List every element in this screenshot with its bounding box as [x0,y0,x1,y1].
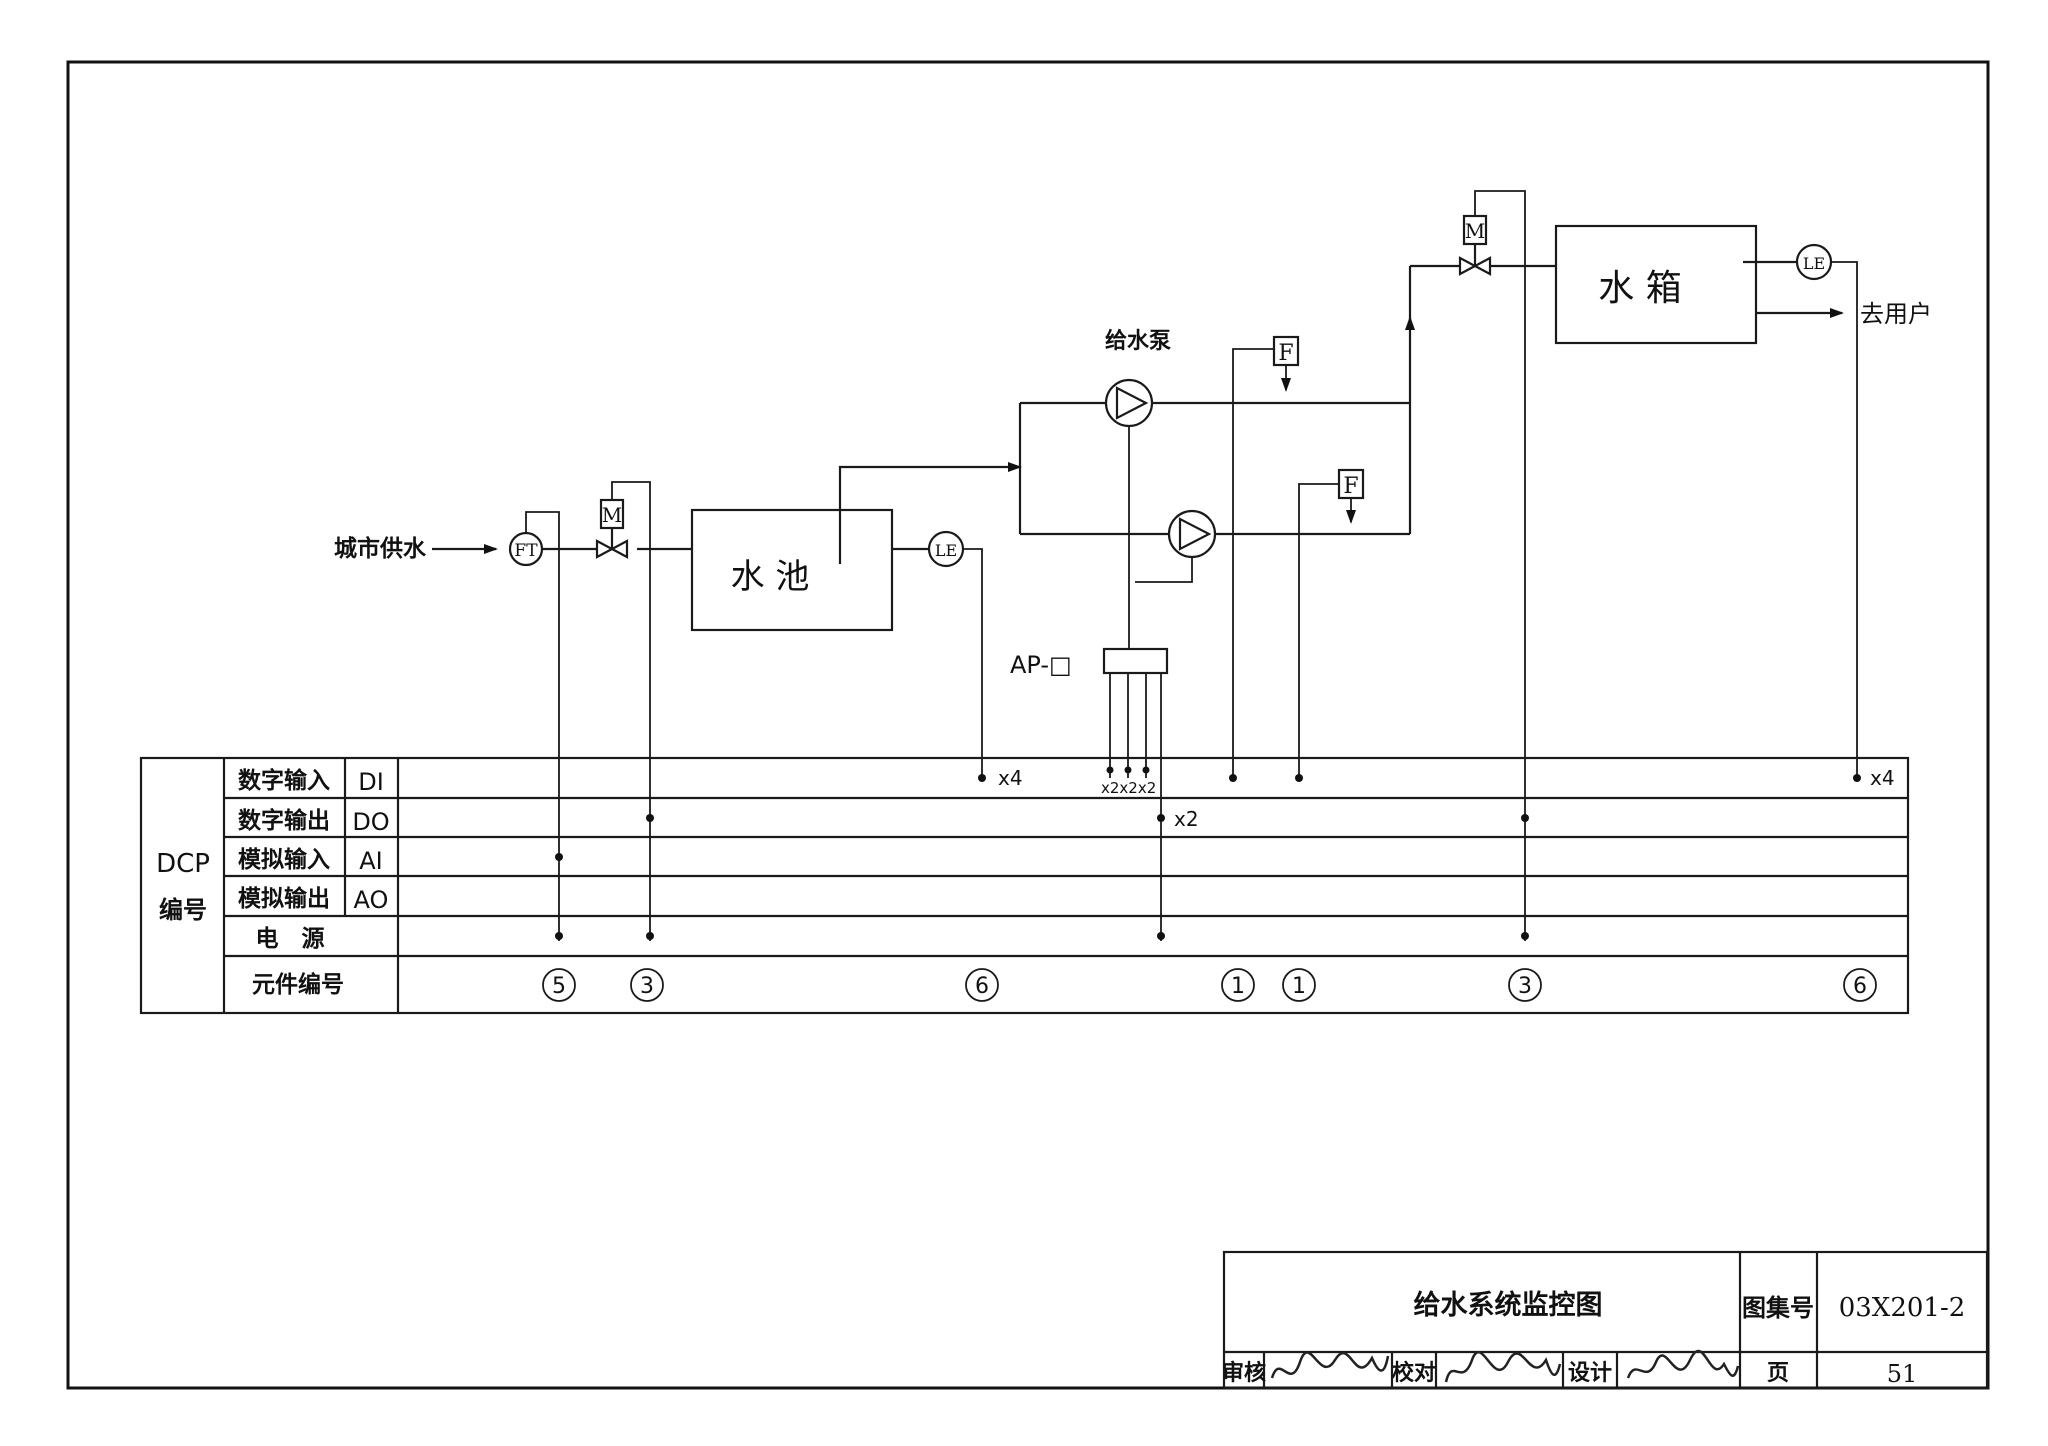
svg-text:3: 3 [640,974,654,999]
svg-text:5: 5 [552,974,566,999]
svg-text:x2x2x2: x2x2x2 [1101,779,1156,797]
designer-signature [1626,1349,1740,1379]
svg-text:模拟输入: 模拟输入 [238,846,330,873]
drawing-title: 给水系统监控图 [1414,1289,1603,1321]
svg-text:AP-□: AP-□ [1010,651,1072,679]
svg-text:3: 3 [1518,974,1532,999]
flow-transmitter-ft: FT [508,511,560,941]
component-number-1: 1 [1282,968,1316,1002]
svg-text:水 池: 水 池 [731,557,810,597]
svg-text:DCP: DCP [156,849,210,879]
flow-switch-1: F [1232,335,1300,778]
motorized-valve-tank: M [1458,190,1556,941]
svg-text:6: 6 [975,974,989,999]
pump-header [1018,264,1460,536]
svg-text:模拟输出: 模拟输出 [238,885,330,912]
level-element-tank: LE [1795,243,1858,778]
svg-text:M: M [1465,219,1485,243]
svg-text:审核: 审核 [1222,1360,1266,1386]
svg-text:AO: AO [354,886,389,914]
svg-text:校对: 校对 [1392,1360,1436,1386]
component-number-6: 6 [1843,968,1877,1002]
water-tank: 水 箱 去用户 [1554,224,1932,345]
feed-pump-2 [1135,509,1217,583]
svg-text:元件编号: 元件编号 [252,971,344,998]
svg-text:LE: LE [935,541,957,560]
svg-text:设计: 设计 [1568,1361,1612,1386]
level-element-pool: LE [927,530,983,778]
drawing-frame [66,60,1990,1390]
feed-pump-1: 给水泵 [1104,328,1171,649]
svg-text:水 箱: 水 箱 [1598,268,1681,309]
svg-text:6: 6 [1853,974,1867,999]
svg-text:03X201-2: 03X201-2 [1839,1293,1966,1323]
svg-text:DI: DI [358,768,384,796]
svg-text:去用户: 去用户 [1860,300,1932,328]
svg-text:LE: LE [1803,254,1825,273]
title-block: 给水系统监控图 图集号 03X201-2 审核 校对 设计 页 51 [1222,1250,1989,1390]
svg-text:F: F [1278,341,1293,366]
checker-signature [1444,1350,1562,1383]
svg-text:DO: DO [352,808,389,836]
component-number-3: 3 [1508,968,1542,1002]
reviewer-signature [1270,1351,1390,1379]
water-pool: 水 池 [690,462,1022,632]
svg-text:页: 页 [1767,1361,1789,1386]
component-number-6: 6 [965,968,999,1002]
svg-text:编号: 编号 [159,896,207,924]
component-number-5: 5 [542,968,576,1002]
svg-text:x4: x4 [1870,766,1895,790]
svg-text:AI: AI [359,847,383,875]
svg-text:x2: x2 [1174,807,1199,831]
svg-text:51: 51 [1887,1360,1918,1388]
svg-text:数字输出: 数字输出 [238,807,330,834]
svg-text:电 源: 电 源 [256,926,325,952]
svg-text:FT: FT [514,541,538,561]
motorized-valve-inlet: M [595,481,651,941]
component-number-3: 3 [630,968,664,1002]
svg-text:1: 1 [1231,974,1245,999]
svg-text:图集号: 图集号 [1742,1294,1814,1322]
city-supply-label: 城市供水 [334,535,427,562]
svg-text:M: M [602,503,622,527]
svg-text:数字输入: 数字输入 [238,767,330,794]
ap-control-box: AP-□ [1010,647,1169,941]
component-number-1: 1 [1221,968,1255,1002]
svg-text:给水泵: 给水泵 [1105,328,1171,354]
svg-text:x4: x4 [998,766,1023,790]
svg-text:1: 1 [1292,974,1306,999]
svg-text:F: F [1343,474,1358,499]
flow-switch-2: F [1298,468,1365,778]
dcp-table: DCP 编号 数字输入 DI 数字输出 DO 模拟输入 AI 模拟输出 AO 电… [139,756,1910,1015]
